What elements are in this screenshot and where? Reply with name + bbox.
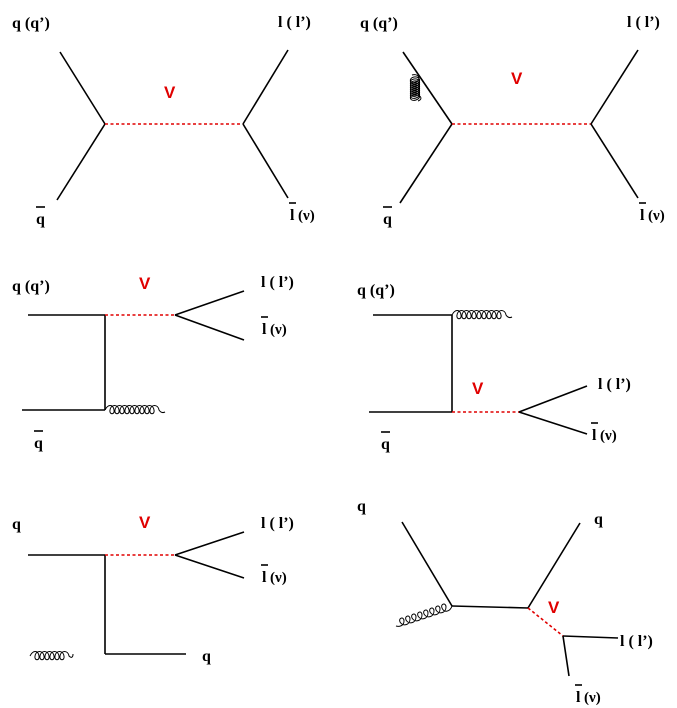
gluon-line: [451, 310, 513, 320]
neutrino-label: (ν): [584, 690, 601, 706]
quark-propagator: [451, 605, 529, 609]
lepton-line-out: [518, 385, 588, 413]
boson-label: V: [164, 83, 176, 102]
antiquark-label: q: [36, 211, 45, 228]
antiquark-label: q: [381, 436, 390, 453]
antilepton-label: l: [262, 321, 267, 338]
antiquark-label: q: [383, 211, 392, 228]
boson-label: V: [472, 379, 484, 398]
boson-label: V: [139, 513, 151, 532]
antilepton-line-out: [174, 314, 245, 341]
lepton-label: l ( l’): [598, 376, 631, 393]
lepton-label: l ( l’): [627, 14, 660, 31]
diagram-2-vertex-correction: q (q’) q V l ( l’) l (ν): [360, 14, 665, 228]
gluon-line: [104, 405, 166, 415]
antilepton-line-out: [562, 635, 570, 677]
antiquark-label: q: [34, 435, 43, 452]
diagram-6-gluon-fusion: q q V l ( l’) l (ν): [357, 498, 653, 706]
neutrino-label: (ν): [270, 570, 287, 586]
gluon-line: [395, 603, 453, 627]
diagram-1-s-channel: q (q’) q V l ( l’) l (ν): [12, 14, 315, 228]
neutrino-label: (ν): [298, 208, 315, 224]
lepton-line-out: [562, 635, 619, 639]
antiquark-line-in: [56, 123, 106, 201]
boson-label: V: [139, 274, 151, 293]
antilepton-line-out: [242, 123, 289, 199]
outgoing-quark-label: q: [594, 511, 603, 528]
gluon-loop: [409, 74, 422, 102]
outgoing-quark-label: q: [202, 648, 211, 665]
diagram-5-compton: q q V l ( l’) l (ν): [12, 513, 294, 665]
quark-line-out: [527, 522, 581, 609]
antiquark-line-in: [399, 123, 453, 204]
quark-line-in: [401, 521, 453, 607]
antilepton-line-out: [590, 123, 639, 199]
antilepton-label: l: [290, 207, 295, 224]
antilepton-label: l: [262, 569, 267, 586]
boson-label: V: [511, 69, 523, 88]
neutrino-label: (ν): [270, 322, 287, 338]
quark-label: q (q’): [360, 15, 398, 32]
quark-label: q (q’): [12, 15, 50, 32]
lepton-label: l ( l’): [278, 14, 311, 31]
boson-propagator: [527, 607, 564, 637]
diagram-4-gluon-emission: q (q’) q V l ( l’) l (ν): [357, 282, 631, 453]
lepton-line-out: [590, 49, 639, 125]
antilepton-label: l: [576, 689, 581, 706]
antilepton-label: l: [592, 427, 597, 444]
quark-line-in: [59, 51, 106, 125]
gluon-line: [29, 651, 74, 661]
diagram-3-gluon-emission: q (q’) q V l ( l’) l (ν): [12, 274, 294, 452]
quark-label: q (q’): [12, 278, 50, 295]
quark-line-in: [402, 51, 453, 125]
neutrino-label: (ν): [600, 428, 617, 444]
lepton-label: l ( l’): [261, 515, 294, 532]
antilepton-line-out: [174, 554, 245, 579]
lepton-line-out: [242, 49, 289, 125]
lepton-label: l ( l’): [261, 274, 294, 291]
lepton-line-out: [174, 531, 245, 556]
lepton-label: l ( l’): [620, 633, 653, 650]
lepton-line-out: [174, 290, 245, 316]
quark-label: q: [357, 498, 366, 515]
antilepton-line-out: [518, 411, 588, 435]
antilepton-label: l: [640, 207, 645, 224]
quark-label: q: [12, 516, 21, 533]
quark-label: q (q’): [357, 282, 395, 299]
boson-label: V: [548, 598, 560, 617]
neutrino-label: (ν): [648, 208, 665, 224]
